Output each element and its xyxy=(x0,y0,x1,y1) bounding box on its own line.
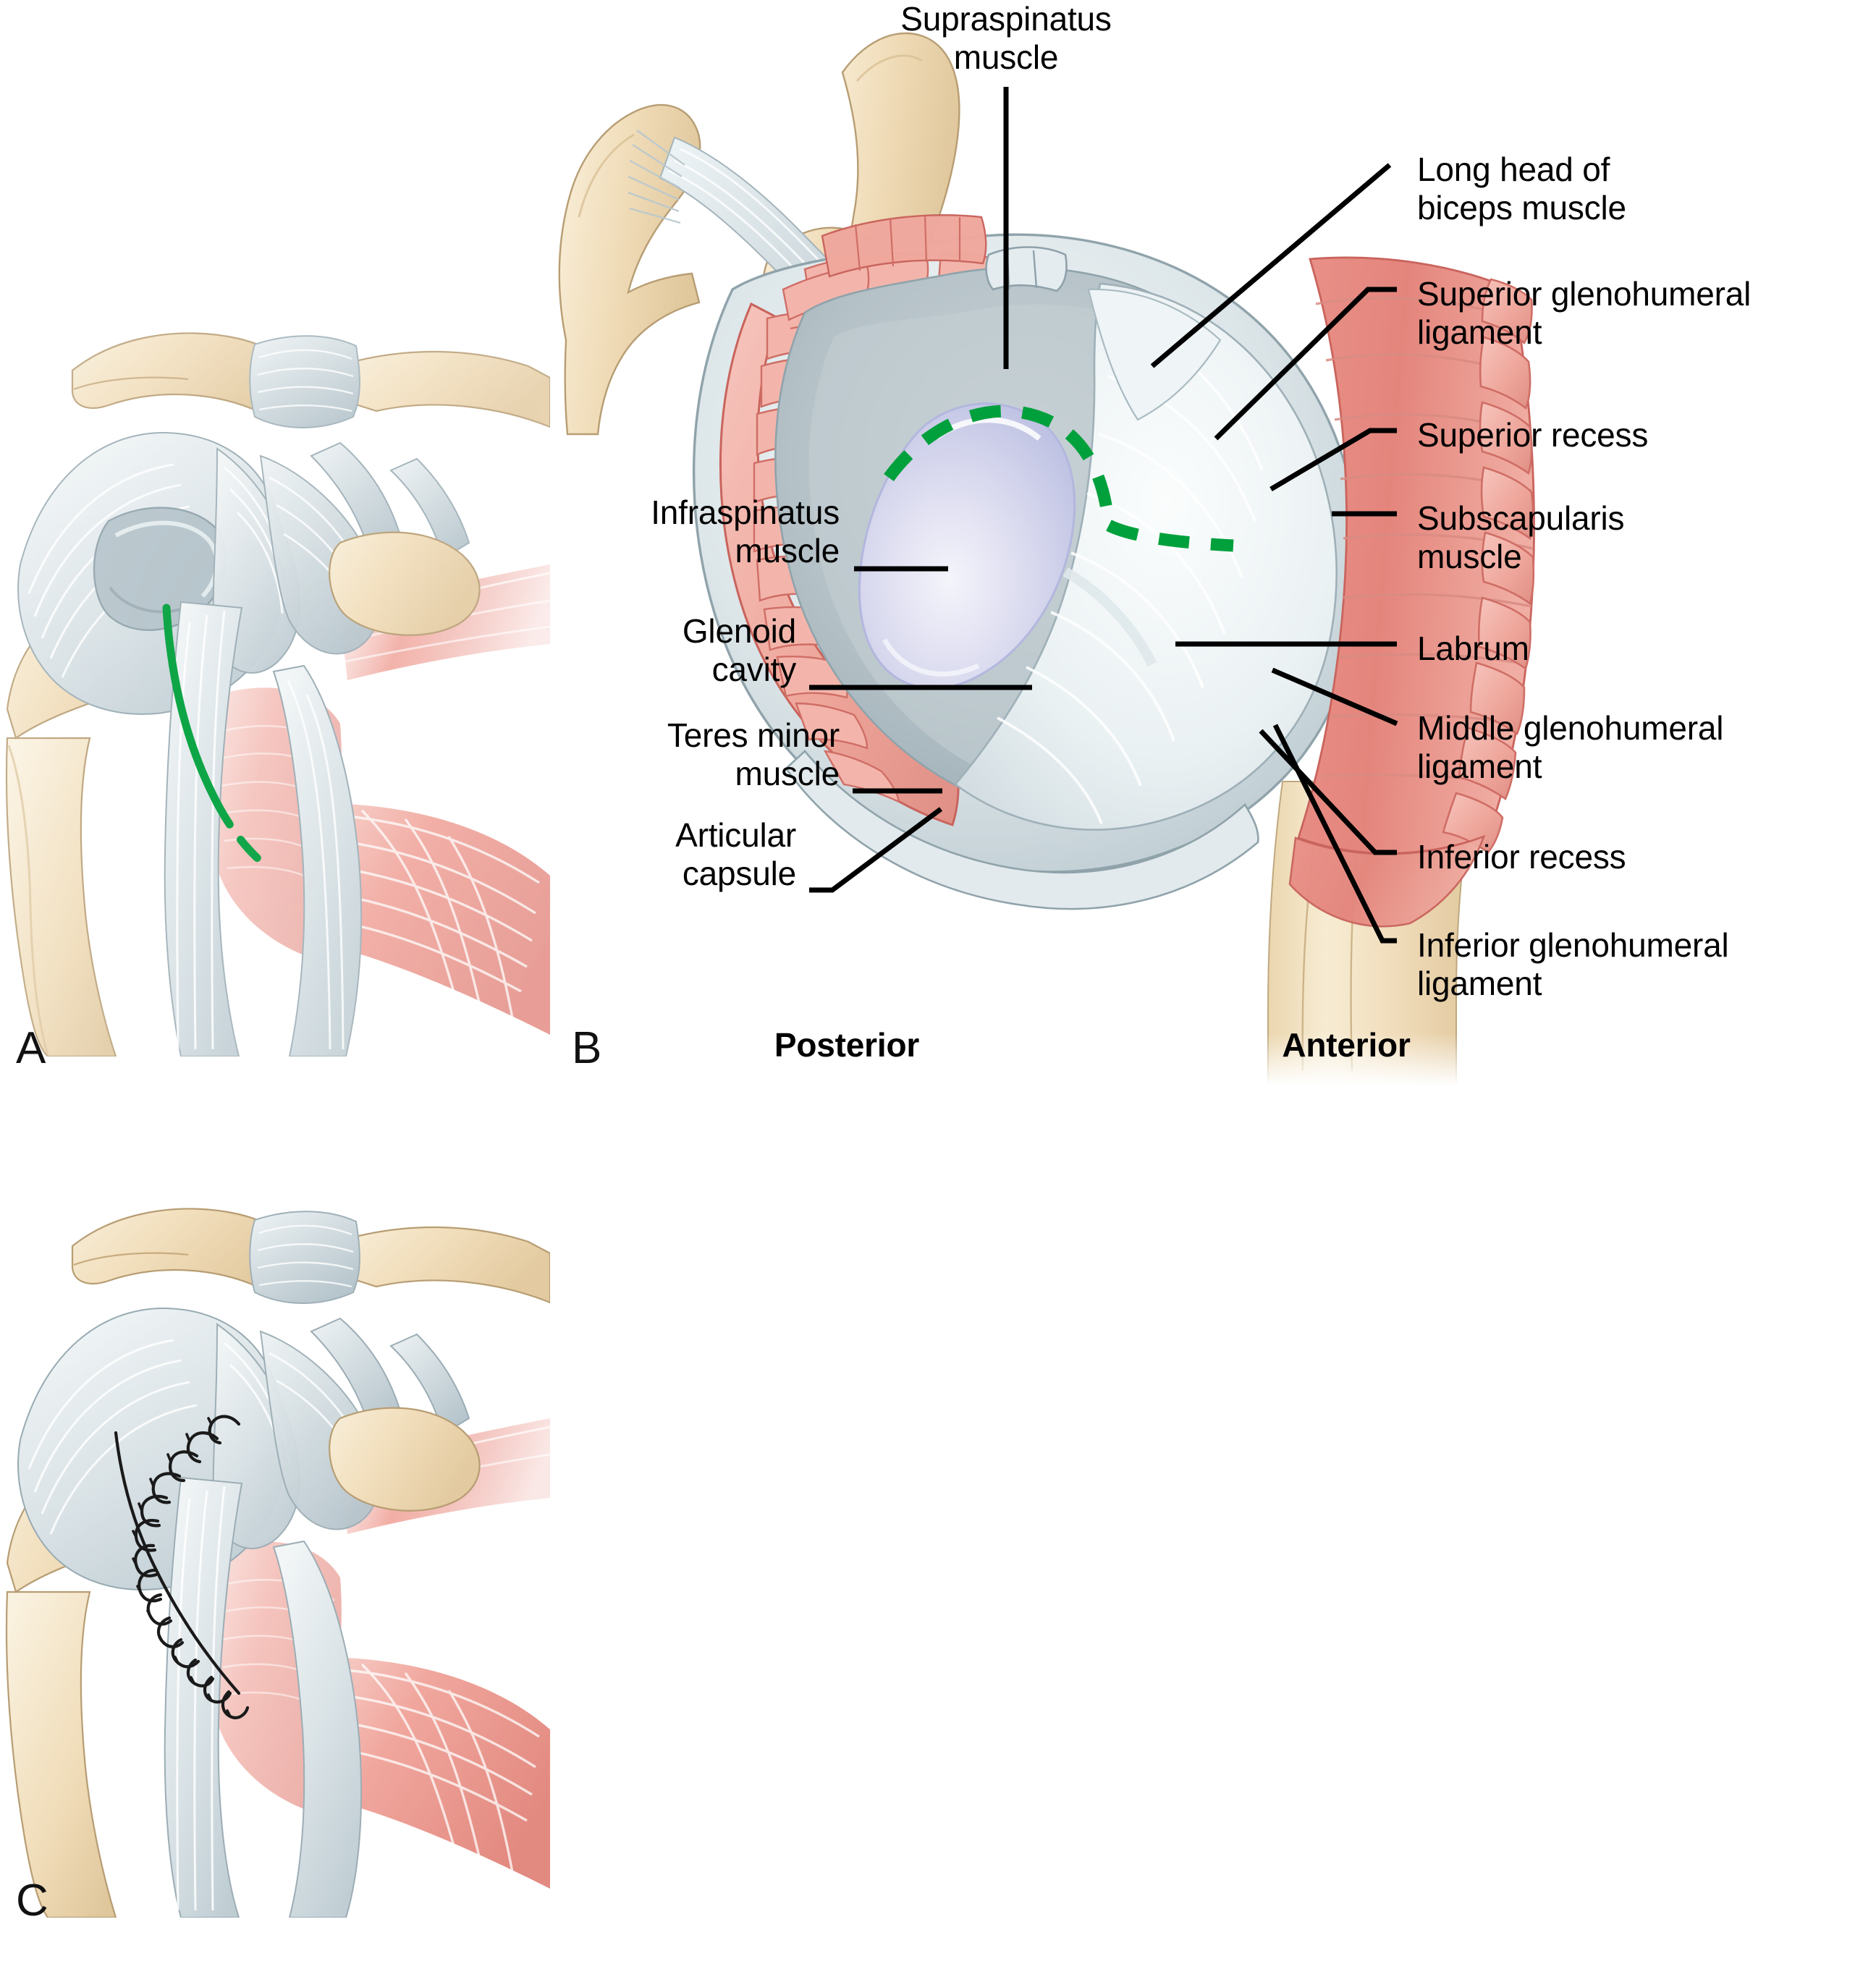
label-anterior: Anterior xyxy=(1282,1026,1411,1064)
labrum-crest xyxy=(1062,567,1157,667)
coracoid-process xyxy=(558,103,701,436)
ac-joint-capsule xyxy=(249,1211,360,1304)
biceps-tendon xyxy=(164,1476,243,1918)
supraspinatus-insertion-strip xyxy=(821,214,987,278)
label-inferior-glenohumeral-ligament: Inferior glenohumeral ligament xyxy=(1417,926,1729,1003)
panel-c-illustration xyxy=(0,1122,550,1918)
panel-b-illustration xyxy=(550,0,1876,1085)
label-middle-glenohumeral-ligament: Middle glenohumeral ligament xyxy=(1417,709,1724,786)
articular-capsule-ring xyxy=(692,233,1362,910)
label-glenoid-cavity: Glenoid cavity xyxy=(682,612,796,689)
muscle-fan-lower-right xyxy=(311,1657,550,1889)
label-subscapularis-muscle: Subscapularis muscle xyxy=(1417,499,1625,576)
label-inferior-recess: Inferior recess xyxy=(1417,838,1626,876)
label-articular-capsule: Articular capsule xyxy=(675,816,796,893)
label-supraspinatus-muscle: Supraspinatus muscle xyxy=(900,0,1112,77)
label-labrum: Labrum xyxy=(1417,630,1529,667)
panel-letter-a: A xyxy=(16,1023,46,1073)
suture-line xyxy=(114,1415,250,1719)
suture-knots xyxy=(132,1417,232,1718)
label-superior-glenohumeral-ligament: Superior glenohumeral ligament xyxy=(1417,275,1752,352)
label-posterior: Posterior xyxy=(774,1026,920,1064)
panel-a-illustration xyxy=(0,304,550,1056)
label-teres-minor-muscle: Teres minor muscle xyxy=(667,716,840,793)
label-superior-recess: Superior recess xyxy=(1417,416,1649,454)
panel-letter-c: C xyxy=(16,1876,48,1926)
label-infraspinatus-muscle: Infraspinatus muscle xyxy=(651,494,840,570)
muscle-fascicle-cells xyxy=(1442,278,1535,854)
lesser-tuberosity xyxy=(329,1407,481,1512)
panel-letter-b: B xyxy=(572,1023,602,1073)
label-long-head-of-biceps-muscle: Long head of biceps muscle xyxy=(1417,151,1626,227)
capsulotomy-dashed-line-green xyxy=(884,405,1234,552)
biceps-anchor-notch xyxy=(985,246,1068,292)
humerus-bone xyxy=(5,1591,117,1918)
